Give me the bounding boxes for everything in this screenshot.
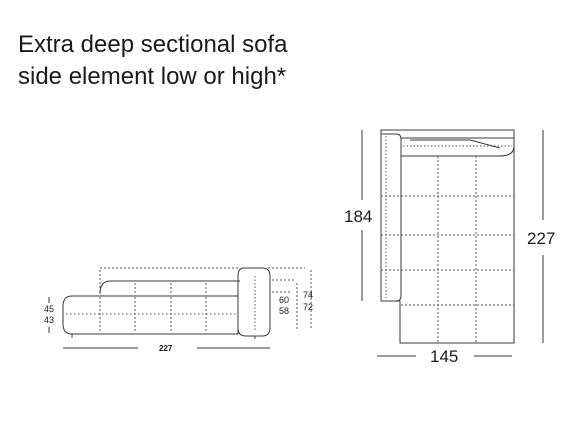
seat-height-high: 45: [44, 304, 54, 314]
seat-divisions: [99, 297, 207, 333]
arm-top: [381, 133, 402, 302]
arm-grid: [381, 195, 400, 271]
back-fold: [410, 139, 501, 149]
title-line-2: side element low or high*: [18, 63, 287, 90]
product-title: Extra deep sectional sofa side element l…: [18, 29, 288, 93]
total-height-high: 74: [303, 290, 313, 300]
side-view-drawing: [48, 267, 312, 349]
right-dim-lines: [296, 270, 312, 330]
back-divisions: [134, 283, 207, 295]
high-back-outline: [99, 267, 240, 292]
sofa-feet: [71, 334, 256, 339]
height-guides: [272, 279, 295, 293]
back-cushion: [99, 280, 240, 295]
seat-cushion: [62, 295, 239, 335]
side-length-label: 227: [159, 344, 173, 353]
back-height-low: 58: [279, 306, 289, 316]
total-height-low: 72: [303, 302, 313, 312]
seat-grid-horizontal: [401, 195, 514, 306]
sofa-outline: [380, 129, 515, 344]
total-depth-label: 227: [527, 229, 555, 248]
width-label: 145: [430, 347, 458, 366]
title-line-1: Extra deep sectional sofa: [18, 31, 288, 58]
side-arm: [237, 267, 271, 337]
back-height-high: 60: [279, 295, 289, 305]
back-top: [401, 137, 515, 157]
top-view-drawing: [361, 129, 544, 357]
arm-depth-label: 184: [344, 207, 372, 226]
seat-height-low: 43: [44, 315, 54, 325]
seat-grid-vertical: [437, 156, 477, 343]
